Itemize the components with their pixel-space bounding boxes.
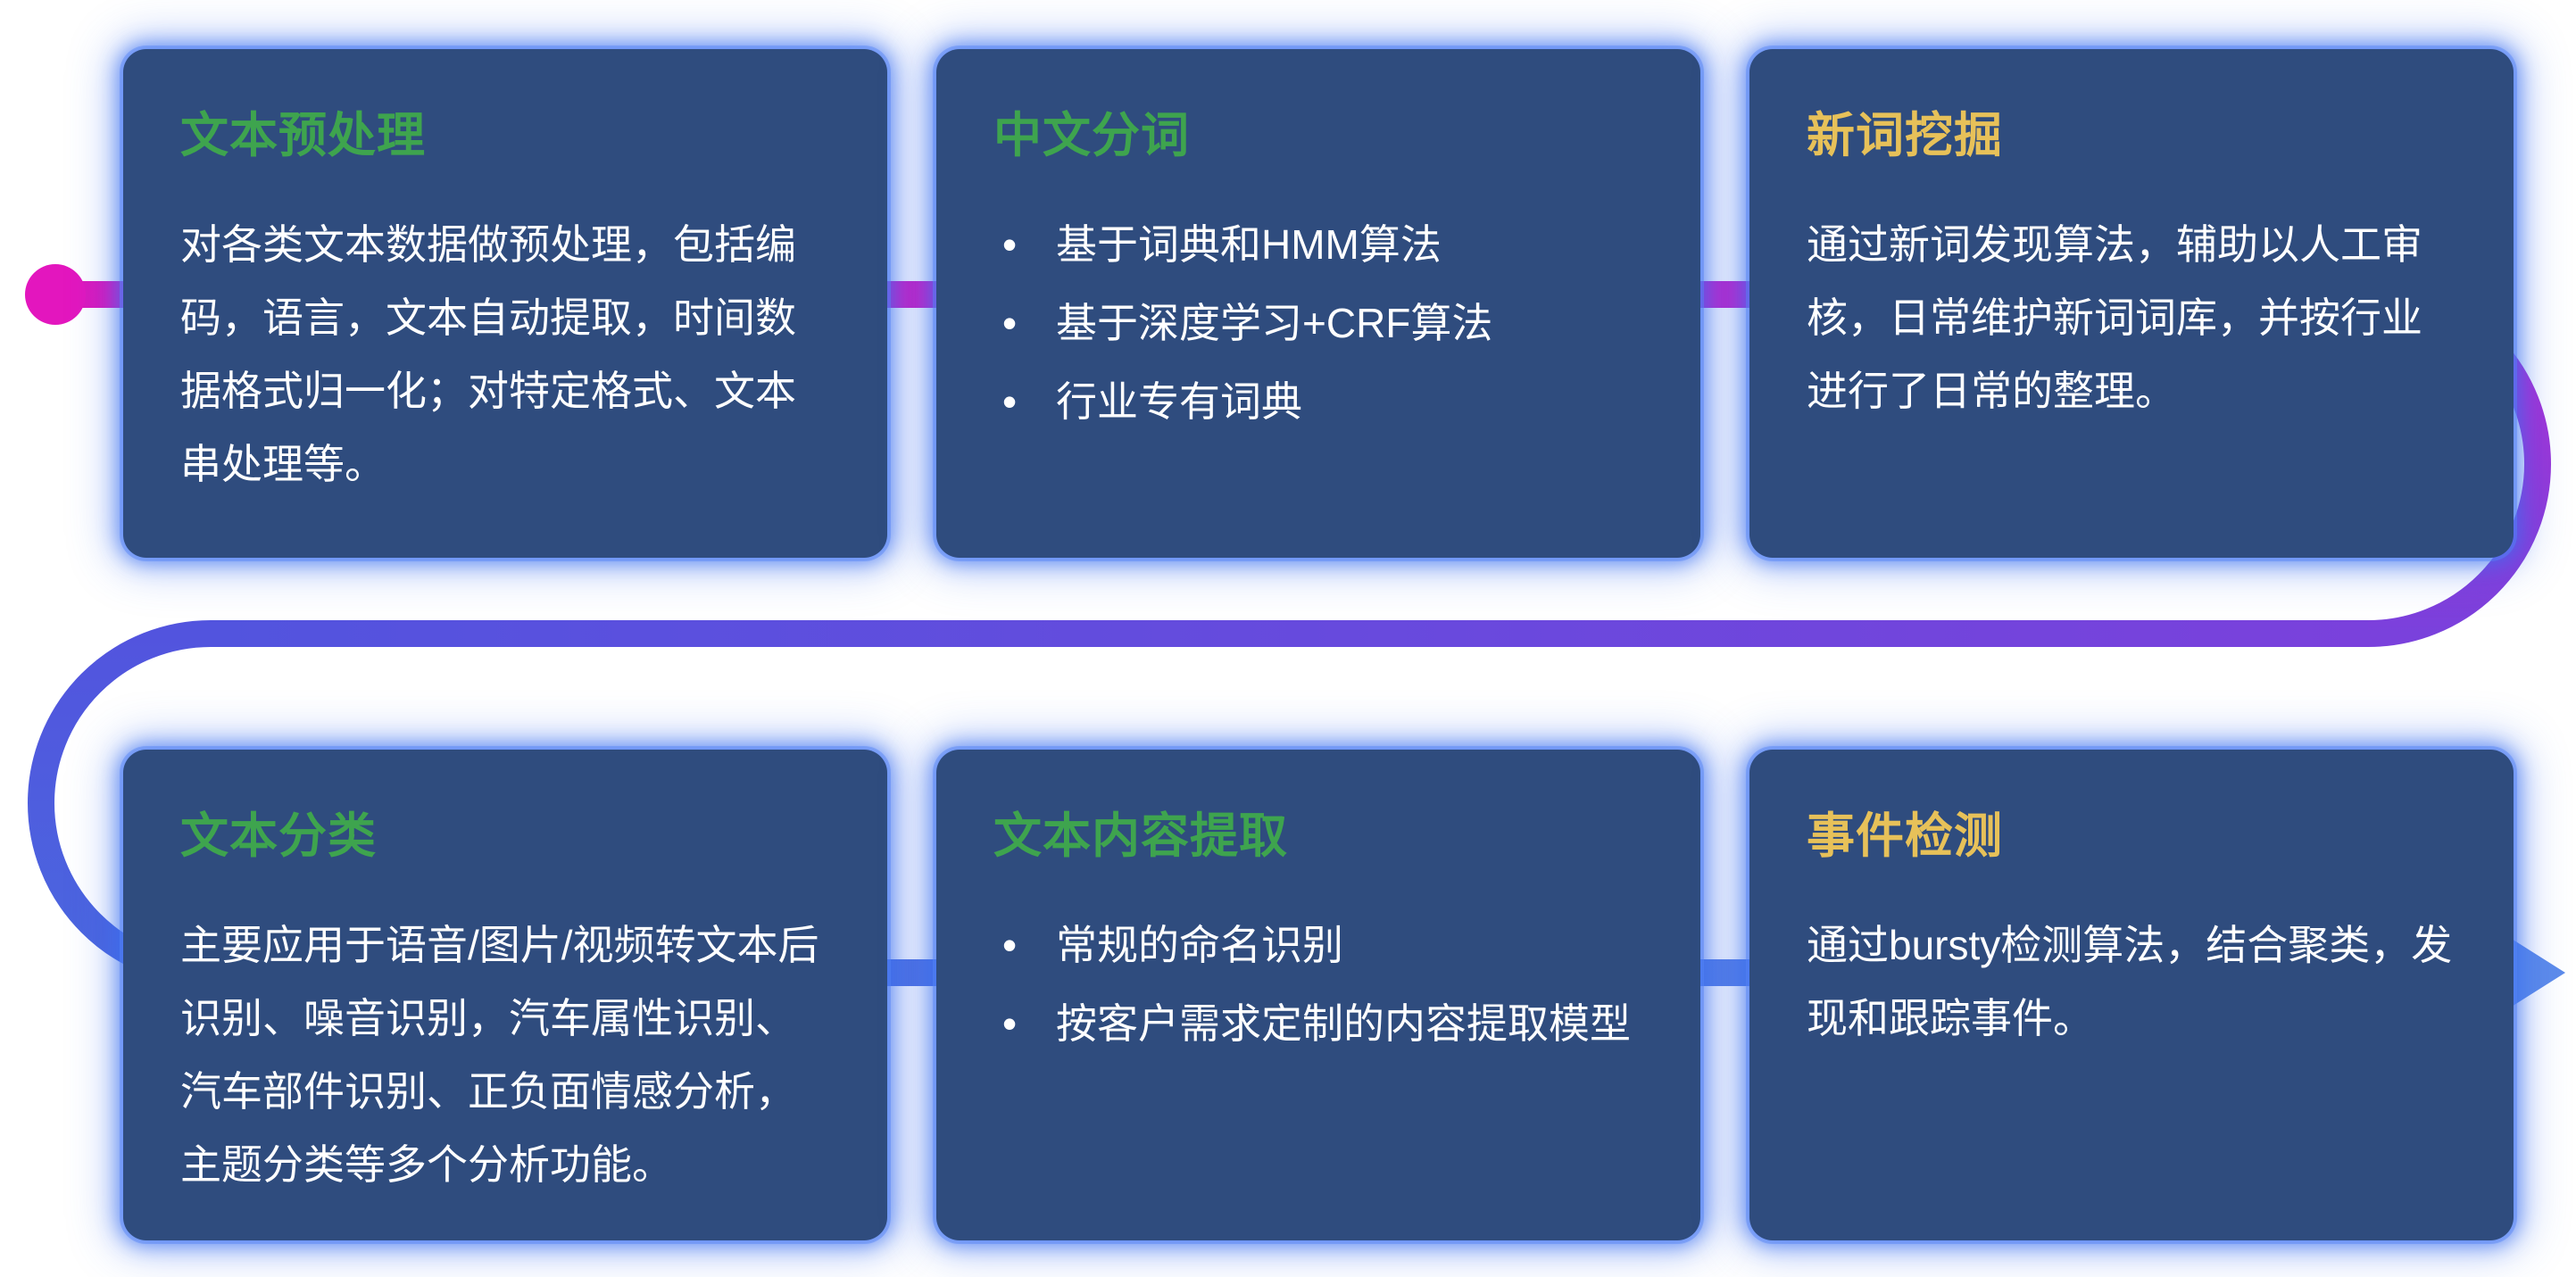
bullet-item: 行业专有词典 bbox=[993, 366, 1643, 439]
bullet-item: 按客户需求定制的内容提取模型 bbox=[993, 988, 1643, 1061]
bullet-item: 常规的命名识别 bbox=[993, 909, 1643, 983]
card-description: 通过新词发现算法，辅助以人工审核，日常维护新词词库，并按行业进行了日常的整理。 bbox=[1807, 221, 2422, 414]
card-text-classification: 文本分类 主要应用于语音/图片/视频转文本后识别、噪音识别，汽车属性识别、汽车部… bbox=[123, 750, 887, 1240]
card-content-extraction: 文本内容提取 常规的命名识别 按客户需求定制的内容提取模型 bbox=[936, 750, 1700, 1240]
card-title: 文本分类 bbox=[180, 809, 377, 863]
card-text-preprocessing: 文本预处理 对各类文本数据做预处理，包括编码，语言，文本自动提取，时间数据格式归… bbox=[123, 49, 887, 558]
card-event-detection: 事件检测 通过bursty检测算法，结合聚类，发现和跟踪事件。 bbox=[1749, 750, 2514, 1240]
bullet-item: 基于词典和HMM算法 bbox=[993, 209, 1643, 282]
card-bullet-list: 常规的命名识别 按客户需求定制的内容提取模型 bbox=[993, 909, 1643, 1061]
card-chinese-segmentation: 中文分词 基于词典和HMM算法 基于深度学习+CRF算法 行业专有词典 bbox=[936, 49, 1700, 558]
flow-end-arrow-icon bbox=[2497, 930, 2565, 1016]
card-title: 事件检测 bbox=[1807, 809, 2003, 863]
card-description: 主要应用于语音/图片/视频转文本后识别、噪音识别，汽车属性识别、汽车部件识别、正… bbox=[180, 922, 819, 1188]
card-title: 新词挖掘 bbox=[1807, 109, 2003, 162]
card-description: 通过bursty检测算法，结合聚类，发现和跟踪事件。 bbox=[1807, 922, 2453, 1041]
flow-start-dot bbox=[25, 264, 86, 325]
bullet-item: 基于深度学习+CRF算法 bbox=[993, 287, 1643, 361]
card-new-word-mining: 新词挖掘 通过新词发现算法，辅助以人工审核，日常维护新词词库，并按行业进行了日常… bbox=[1749, 49, 2514, 558]
card-description: 对各类文本数据做预处理，包括编码，语言，文本自动提取，时间数据格式归一化；对特定… bbox=[180, 221, 796, 487]
card-title: 文本内容提取 bbox=[993, 809, 1288, 863]
card-title: 中文分词 bbox=[993, 109, 1190, 162]
card-title: 文本预处理 bbox=[180, 109, 426, 162]
card-bullet-list: 基于词典和HMM算法 基于深度学习+CRF算法 行业专有词典 bbox=[993, 209, 1643, 439]
